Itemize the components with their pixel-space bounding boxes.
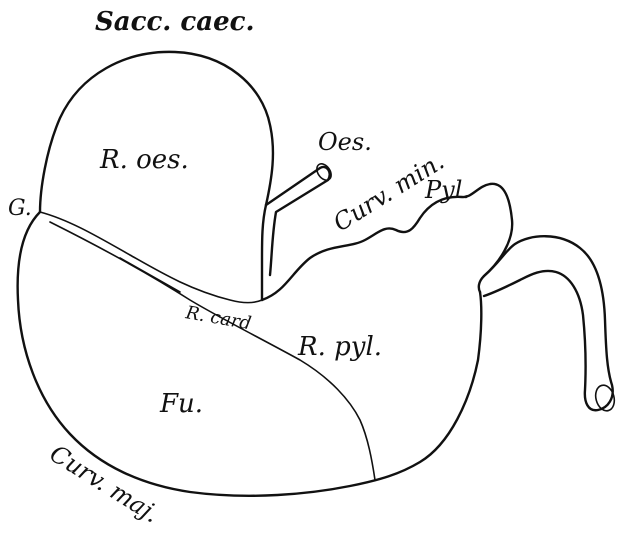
label-fundus: Fu. [159,389,203,419]
label-regio-pylorica: R. pyl. [297,332,382,362]
label-regio-oesophagea: R. oes. [99,145,189,175]
label-pylorus: Pyl. [424,176,470,204]
label-curvatura-major: Curv. maj. [45,439,164,528]
label-oesophagus: Oes. [318,128,372,156]
label-saccus-caecus: Sacc. caec. [95,7,255,37]
label-g: G. [8,196,32,221]
label-regio-cardiaca: R. card [183,302,253,334]
